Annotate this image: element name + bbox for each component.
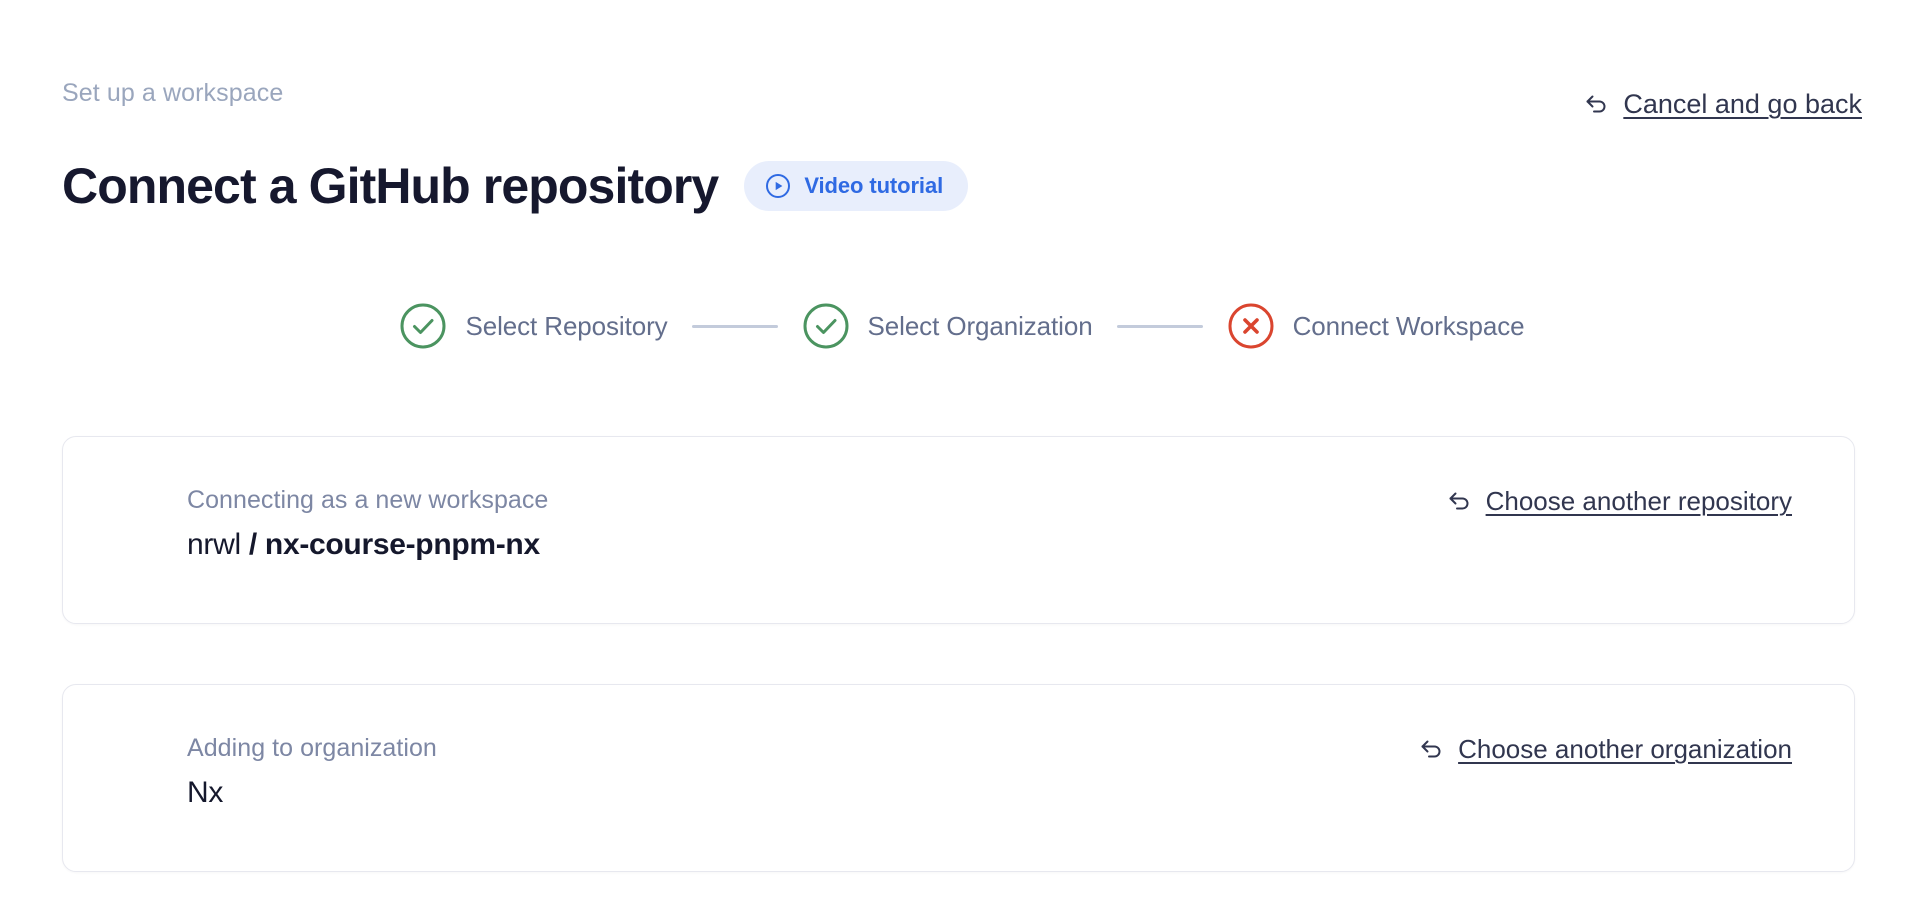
page-header: Set up a workspace Connect a GitHub repo… xyxy=(62,78,1862,214)
organization-card: Adding to organization Nx Choose another… xyxy=(62,684,1855,872)
video-tutorial-label: Video tutorial xyxy=(804,172,944,198)
choose-another-organization-link[interactable]: Choose another organization xyxy=(1418,733,1792,765)
choose-another-repository-link[interactable]: Choose another repository xyxy=(1446,485,1792,517)
repository-card-caption: Connecting as a new workspace xyxy=(187,486,549,514)
choose-another-repository-label: Choose another repository xyxy=(1485,486,1792,516)
organization-card-caption: Adding to organization xyxy=(187,734,437,762)
step-select-repository[interactable]: Select Repository xyxy=(399,302,668,350)
cancel-and-go-back-label: Cancel and go back xyxy=(1623,89,1862,119)
organization-card-body: Adding to organization Nx xyxy=(187,733,437,812)
check-circle-icon xyxy=(399,302,447,350)
play-circle-icon xyxy=(765,173,791,199)
organization-card-value: Nx xyxy=(187,776,224,809)
repository-owner: nrwl xyxy=(187,528,241,561)
cancel-and-go-back-link[interactable]: Cancel and go back xyxy=(1583,88,1862,120)
repository-card-value: nrwl / nx-course-pnpm-nx xyxy=(187,526,548,564)
step-label: Select Organization xyxy=(867,311,1093,341)
repository-separator: / xyxy=(240,528,265,561)
x-circle-icon xyxy=(1227,302,1275,350)
title-row: Connect a GitHub repository Video tutori… xyxy=(62,122,1862,249)
video-tutorial-button[interactable]: Video tutorial xyxy=(744,160,969,211)
stepper-connector xyxy=(1116,324,1203,328)
breadcrumb-eyebrow: Set up a workspace xyxy=(62,79,284,107)
stepper-connector xyxy=(691,324,778,328)
check-circle-icon xyxy=(802,302,850,350)
undo-arrow-icon xyxy=(1418,736,1445,763)
page-title: Connect a GitHub repository xyxy=(62,157,719,214)
repository-card-body: Connecting as a new workspace nrwl / nx-… xyxy=(187,485,548,564)
step-select-organization[interactable]: Select Organization xyxy=(802,302,1093,350)
step-label: Select Repository xyxy=(465,311,668,341)
undo-arrow-icon xyxy=(1446,488,1473,515)
undo-arrow-icon xyxy=(1583,91,1610,118)
step-label: Connect Workspace xyxy=(1292,311,1525,341)
repository-name: nx-course-pnpm-nx xyxy=(264,528,540,561)
repository-card: Connecting as a new workspace nrwl / nx-… xyxy=(62,436,1855,624)
progress-stepper: Select Repository Select Organization Co… xyxy=(0,302,1924,350)
choose-another-organization-label: Choose another organization xyxy=(1458,734,1792,764)
step-connect-workspace[interactable]: Connect Workspace xyxy=(1227,302,1525,350)
